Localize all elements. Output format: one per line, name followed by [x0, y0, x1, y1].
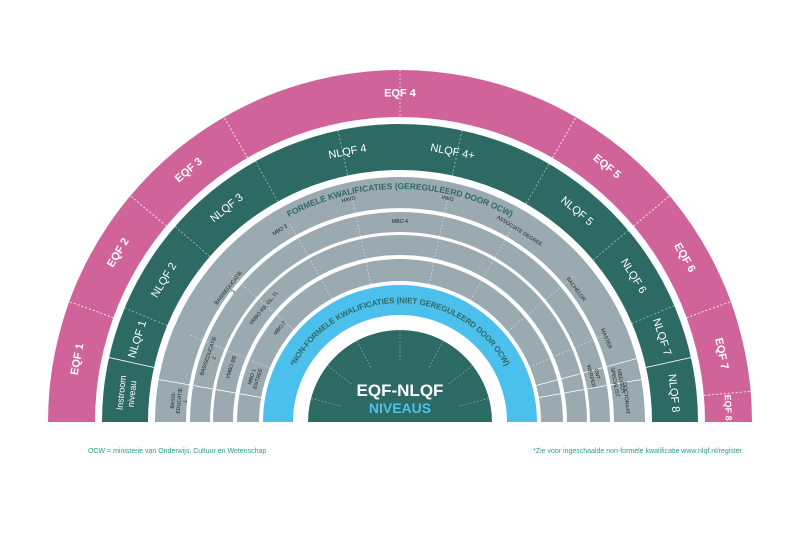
center-semicircle — [308, 330, 492, 422]
eqf-label-4: EQF 4 — [384, 88, 417, 100]
eqf-ring-band — [48, 70, 752, 422]
svg-text:BASIS-EDUCATIE1: BASIS-EDUCATIE1 — [169, 387, 190, 415]
formal-separator — [538, 379, 642, 398]
formal-medisch-specialist: MEDISCHSPECIALIST — [609, 366, 627, 399]
nlqf-label-instroom: Instroomniveau — [114, 375, 138, 412]
formal-havo: HAVO — [341, 195, 356, 204]
formal-basiseducatie-1: BASIS-EDUCATIE1 — [169, 387, 190, 415]
center-ray — [317, 357, 352, 385]
formal-divider — [289, 223, 332, 299]
formal-divider — [507, 275, 575, 332]
formal-divider — [190, 334, 270, 369]
center-ray — [459, 394, 502, 407]
nlqf-separator — [108, 357, 155, 368]
footnote-left: OCW = ministerie van Onderwijs, Cultuur … — [88, 448, 267, 455]
center-subtitle: NIVEAUS — [369, 400, 431, 416]
center-title: EQF-NLQF — [357, 381, 444, 400]
formal-divider — [228, 272, 294, 330]
eqf-label-1: EQF 1 — [69, 343, 87, 377]
footnote-right: *Zie voor ingeschaalde non-formele kwali… — [533, 448, 742, 455]
nlqf-separator — [645, 357, 692, 368]
center-ray — [428, 329, 450, 368]
formal-vwo: VWO — [441, 195, 454, 203]
formal-band-inner — [237, 259, 563, 422]
nonformal-band — [263, 285, 537, 422]
nlqf-label-9: NLQF 8 — [666, 373, 682, 413]
svg-text:ONT-WERPER: ONT-WERPER — [585, 363, 602, 388]
formal-divider — [529, 332, 610, 368]
formal-separator — [536, 358, 637, 386]
formal-band-outer — [155, 177, 645, 422]
svg-text:Instroomniveau: Instroomniveau — [114, 375, 138, 412]
center-ray — [448, 357, 483, 385]
formal-doctoraat: DOCTORAAT — [621, 382, 630, 415]
formal-ontwerper: ONT-WERPER — [585, 363, 602, 388]
formal-divider — [428, 199, 448, 285]
formal-band-3 — [213, 235, 587, 422]
formal-separator — [158, 379, 262, 398]
formal-divider — [352, 199, 372, 285]
center-ray — [298, 394, 341, 407]
eqf-label-8: EQF 8 — [723, 394, 734, 420]
formal-mbo4: MBO 4 — [392, 219, 408, 225]
svg-text:MEDISCHSPECIALIST: MEDISCHSPECIALIST — [609, 366, 627, 399]
center-ray — [350, 329, 372, 368]
nlqf-ring-band — [102, 124, 698, 422]
formal-divider — [470, 225, 514, 301]
